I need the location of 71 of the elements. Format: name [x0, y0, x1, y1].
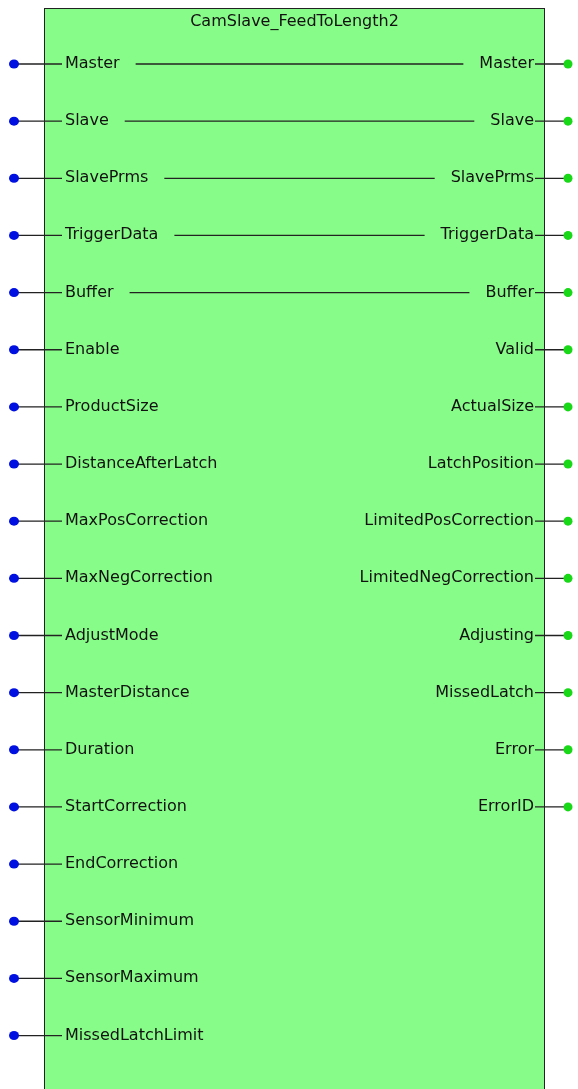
block-title: CamSlave_FeedToLength2: [190, 11, 399, 30]
output-pin-label: LatchPosition: [427, 453, 534, 474]
pin-connector: [9, 973, 63, 983]
output-pin-label: Buffer: [485, 281, 534, 302]
pin-connector: [534, 802, 573, 812]
pin-connector: [9, 230, 63, 240]
pin-connector: [534, 688, 573, 698]
input-pin-label: MaxNegCorrection: [65, 567, 213, 588]
output-pin-label: LimitedPosCorrection: [364, 510, 534, 531]
pin-connector: [534, 288, 573, 298]
output-pin-label: Valid: [495, 338, 534, 359]
pass-through-line: [128, 291, 471, 294]
output-pin-label: Error: [495, 738, 534, 759]
pin-connector: [9, 745, 63, 755]
pin-connector: [9, 402, 63, 412]
pin-connector: [9, 859, 63, 869]
pin-connector: [9, 916, 63, 926]
pin-connector: [9, 459, 63, 469]
pin-connector: [534, 402, 573, 412]
pass-through-line: [135, 63, 464, 65]
function-block: [44, 8, 545, 1089]
pin-connector: [9, 688, 63, 698]
pin-connector: [534, 345, 573, 355]
pin-connector: [534, 631, 573, 640]
input-pin-label: SensorMinimum: [65, 910, 194, 931]
output-pin-label: Slave: [490, 110, 534, 131]
pin-connector: [9, 802, 63, 812]
pin-connector: [534, 230, 573, 240]
pin-connector: [534, 59, 573, 69]
pin-connector: [534, 116, 573, 126]
pin-connector: [9, 631, 63, 640]
pin-connector: [534, 745, 573, 755]
input-pin-label: AdjustMode: [65, 624, 159, 645]
input-pin-label: Master: [65, 53, 120, 73]
input-pin-label: Duration: [65, 738, 135, 759]
input-pin-label: ProductSize: [65, 395, 159, 416]
output-pin-label: MissedLatch: [435, 681, 534, 702]
pin-connector: [9, 288, 63, 298]
output-pin-label: ActualSize: [451, 395, 534, 416]
pin-connector: [534, 516, 573, 526]
output-pin-label: Master: [479, 53, 534, 73]
pin-connector: [534, 573, 573, 583]
input-pin-label: TriggerData: [65, 224, 159, 245]
input-pin-label: SensorMaximum: [65, 967, 199, 988]
output-pin-label: Adjusting: [459, 624, 534, 645]
output-pin-label: SlavePrms: [450, 167, 534, 188]
pin-connector: [9, 173, 63, 183]
input-pin-label: DistanceAfterLatch: [65, 453, 218, 474]
input-pin-label: Enable: [65, 338, 120, 359]
pin-connector: [534, 459, 573, 469]
pin-connector: [9, 516, 63, 526]
pass-through-line: [163, 177, 436, 179]
input-pin-label: MasterDistance: [65, 681, 190, 702]
pass-through-line: [124, 120, 475, 122]
pin-connector: [9, 345, 63, 355]
pin-connector: [534, 173, 573, 183]
input-pin-label: MaxPosCorrection: [65, 510, 209, 531]
pin-connector: [9, 1031, 63, 1041]
input-pin-label: SlavePrms: [65, 167, 149, 188]
input-pin-label: Buffer: [65, 281, 114, 302]
output-pin-label: ErrorID: [477, 795, 534, 816]
input-pin-label: StartCorrection: [65, 795, 187, 816]
input-pin-label: MissedLatchLimit: [65, 1024, 204, 1045]
pin-connector: [9, 59, 63, 69]
pass-through-line: [173, 234, 426, 237]
input-pin-label: EndCorrection: [65, 853, 179, 874]
pin-connector: [9, 116, 63, 126]
output-pin-label: LimitedNegCorrection: [359, 567, 534, 588]
pin-connector: [9, 573, 63, 583]
output-pin-label: TriggerData: [440, 224, 534, 245]
input-pin-label: Slave: [65, 110, 109, 131]
